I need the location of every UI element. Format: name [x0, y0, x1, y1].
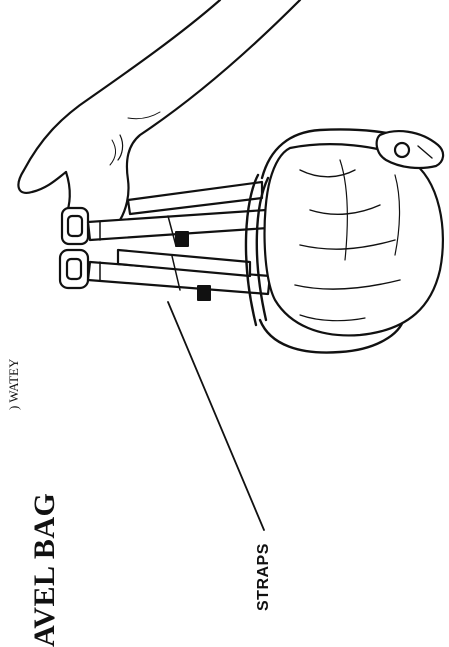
- figure-subtitle: ) WATEY: [6, 359, 22, 410]
- buckle-icon: [60, 208, 88, 288]
- figure-title: AVEL BAG: [28, 493, 62, 647]
- straps-callout-label: STRAPS: [255, 543, 273, 611]
- callout-leader-line: [168, 302, 264, 530]
- travel-bag-icon: [265, 144, 443, 335]
